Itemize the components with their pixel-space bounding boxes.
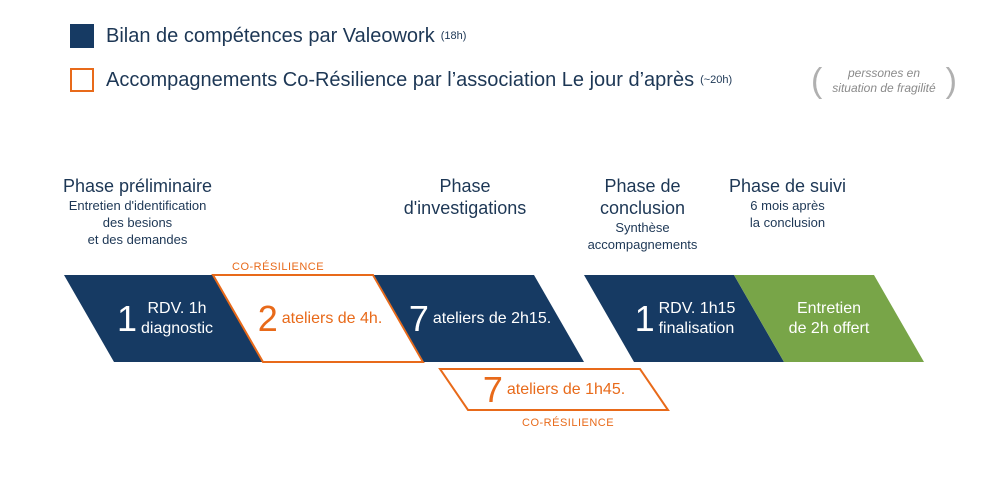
block-line: ateliers de 1h45.	[506, 380, 626, 398]
phase-title: Phase préliminaire	[62, 176, 213, 196]
block-diagnostic: 1 RDV. 1h diagnostic	[90, 275, 240, 362]
block-line: de 2h offert	[788, 319, 870, 337]
block-shape-co-resilience-2	[438, 368, 670, 411]
phase-title: d'investigations	[403, 198, 527, 218]
block-co-resilience-1: 2 ateliers de 4h.	[240, 275, 400, 362]
block-shape-co-resilience-1	[211, 274, 425, 363]
block-line: ateliers de 2h15.	[432, 309, 552, 327]
legend-note: (~20h)	[700, 74, 733, 86]
block-line: RDV. 1h	[147, 299, 207, 317]
block-number: 1	[634, 297, 655, 339]
fragility-line-2: situation de fragilité	[832, 81, 936, 95]
phase-sub: accompagnements	[587, 237, 698, 252]
block-line: ateliers de 4h.	[281, 309, 383, 327]
phase-sub: la conclusion	[749, 215, 826, 230]
phase-sub: et des demandes	[87, 232, 188, 247]
phase-sub: Entretien d'identification	[68, 198, 207, 213]
legend-label: Bilan de compétences par Valeowork	[106, 24, 435, 47]
paren-open: (	[811, 62, 823, 100]
legend-item-co-resilience: Accompagnements Co-Résilience par l’asso…	[70, 68, 732, 92]
phase-investigations: Phase d'investigations	[385, 175, 545, 219]
phase-title: conclusion	[599, 198, 686, 218]
legend-swatch-outline	[70, 68, 94, 92]
phase-title: Phase de	[604, 176, 681, 196]
phase-sub: 6 mois après	[750, 198, 825, 213]
block-shape-finalisation	[584, 275, 784, 362]
phase-title: Phase	[439, 176, 491, 196]
block-caption: RDV. 1h15 finalisation	[659, 299, 736, 339]
co-resilience-label-bottom: CO-RÉSILIENCE	[522, 417, 615, 429]
phase-sub: Synthèse	[615, 220, 670, 235]
block-investigations: 7 ateliers de 2h15.	[400, 275, 560, 362]
block-finalisation: 1 RDV. 1h15 finalisation	[610, 275, 760, 362]
block-shape-diagnostic	[64, 275, 264, 362]
block-line: Entretien	[796, 299, 862, 317]
phase-title: Phase de suivi	[728, 176, 847, 196]
block-shape-suivi	[734, 275, 924, 362]
phase-conclusion: Phase de conclusion Synthèse accompagnem…	[570, 175, 715, 253]
legend-label: Accompagnements Co-Résilience par l’asso…	[106, 68, 695, 91]
phase-sub: des besions	[102, 215, 173, 230]
block-line: diagnostic	[140, 319, 214, 337]
phase-suivi: Phase de suivi 6 mois après la conclusio…	[715, 175, 860, 231]
fragility-note-text: perssones en situation de fragilité	[822, 66, 945, 96]
legend-item-bilan: Bilan de compétences par Valeowork (18h)	[70, 24, 466, 48]
fragility-note: ( perssones en situation de fragilité )	[811, 60, 957, 102]
block-caption: Entretien de 2h offert	[789, 299, 870, 339]
block-shape-investigations	[374, 275, 584, 362]
legend-note: (18h)	[440, 30, 467, 42]
block-number: 1	[116, 297, 137, 339]
block-caption: RDV. 1h diagnostic	[141, 299, 213, 339]
fragility-line-1: perssones en	[847, 66, 921, 80]
block-line: finalisation	[658, 319, 735, 337]
phase-preliminaire: Phase préliminaire Entretien d'identific…	[40, 175, 235, 248]
block-number: 2	[257, 297, 278, 339]
co-resilience-label-top: CO-RÉSILIENCE	[232, 261, 325, 273]
block-co-resilience-2: 7 ateliers de 1h45.	[454, 369, 654, 410]
block-line: RDV. 1h15	[658, 299, 736, 317]
paren-close: )	[945, 62, 957, 100]
block-number: 7	[408, 297, 429, 339]
block-number: 7	[482, 368, 503, 410]
legend-swatch-filled	[70, 24, 94, 48]
block-suivi: Entretien de 2h offert	[759, 275, 899, 362]
